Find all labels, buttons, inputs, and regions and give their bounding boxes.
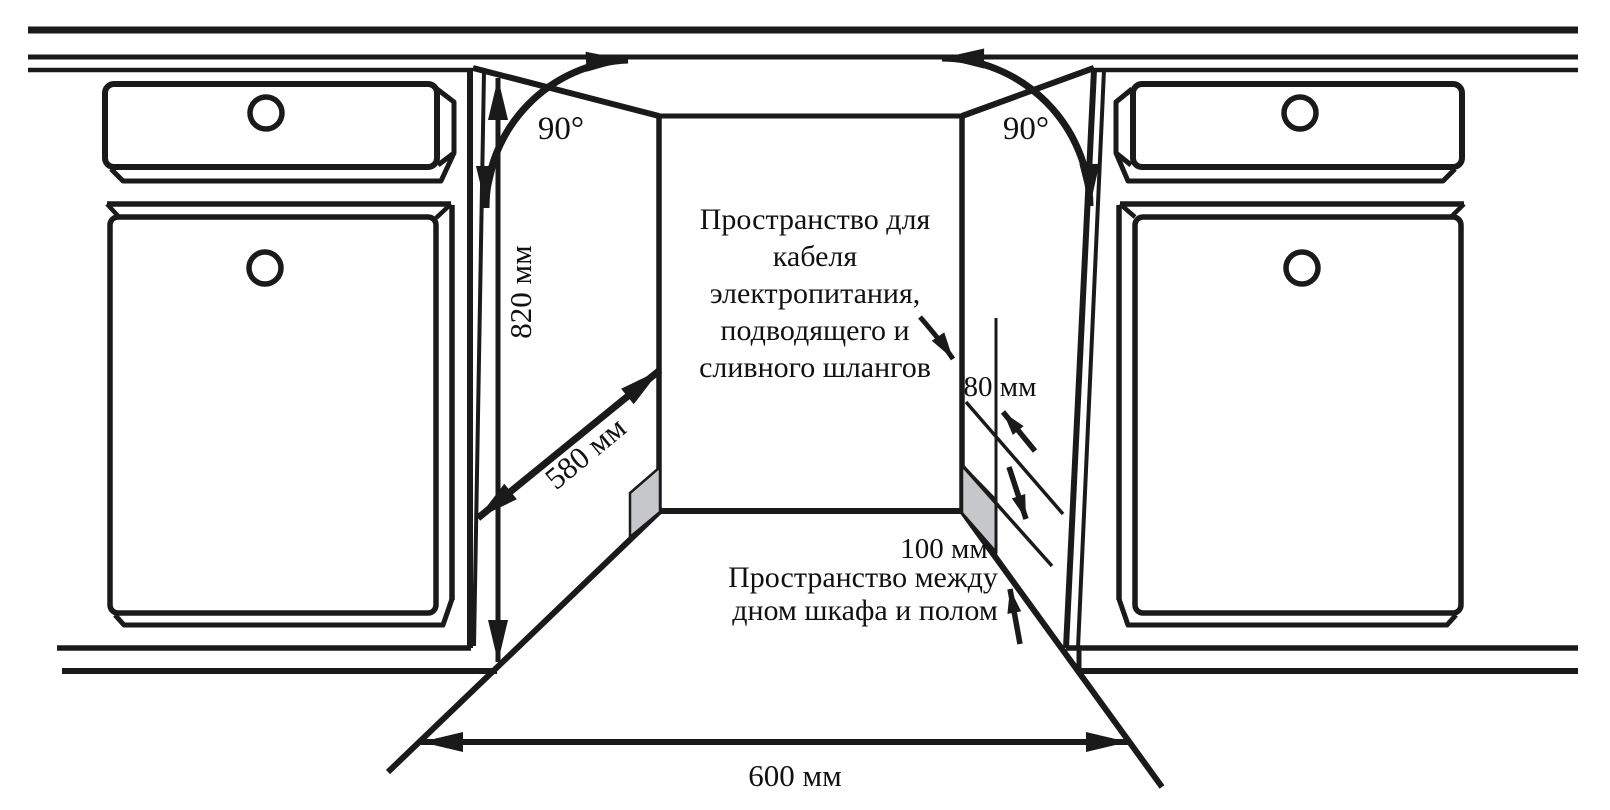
floor-note-line-2: дном шкафа и полом (732, 594, 998, 627)
left-drawer-knob-icon (247, 94, 285, 132)
right-door-knob-icon (1283, 249, 1321, 287)
extension-lines (385, 508, 1165, 789)
left-drawer (102, 81, 457, 184)
side-clearance-label: 80 мм (964, 371, 1037, 403)
cable-note-line-3: электропитания, (710, 277, 921, 310)
right-drawer (1113, 81, 1465, 184)
dimension-depth-580 (475, 367, 663, 521)
floor-lines (57, 645, 1578, 674)
floor-space-note: Пространство между дном шкафа и полом (728, 561, 998, 627)
bottom-clearance-label: 100 мм (900, 533, 987, 565)
right-cabinet (1063, 69, 1466, 649)
right-drawer-knob-icon (1281, 94, 1319, 132)
right-door-swing-arc (941, 48, 1100, 207)
left-door (105, 201, 455, 628)
cable-note-pointer-arrow (918, 315, 956, 361)
right-door (1116, 201, 1466, 628)
clearance-arrows (1000, 410, 1038, 645)
angle-label-left: 90° (538, 111, 584, 147)
left-cabinet (102, 70, 486, 648)
countertop-lines (28, 26, 1578, 73)
niche-left-wall-edge (472, 71, 486, 647)
floor-note-line-1: Пространство между (728, 561, 998, 594)
cable-space-note: Пространство для кабеля электропитания, … (699, 203, 931, 384)
cable-note-line-4: подводящего и (720, 314, 909, 347)
height-label: 820 мм (503, 245, 538, 338)
left-door-knob-icon (246, 249, 284, 287)
cable-note-line-2: кабеля (773, 240, 858, 273)
cable-note-line-5: сливного шлангов (699, 351, 931, 384)
cable-note-line-1: Пространство для (700, 203, 931, 236)
depth-label: 580 мм (538, 410, 632, 496)
angle-label-right: 90° (1003, 111, 1049, 147)
right-cabinet-side-edge (1076, 69, 1106, 649)
clearance-guides (960, 318, 1065, 568)
width-label: 600 мм (748, 758, 841, 793)
